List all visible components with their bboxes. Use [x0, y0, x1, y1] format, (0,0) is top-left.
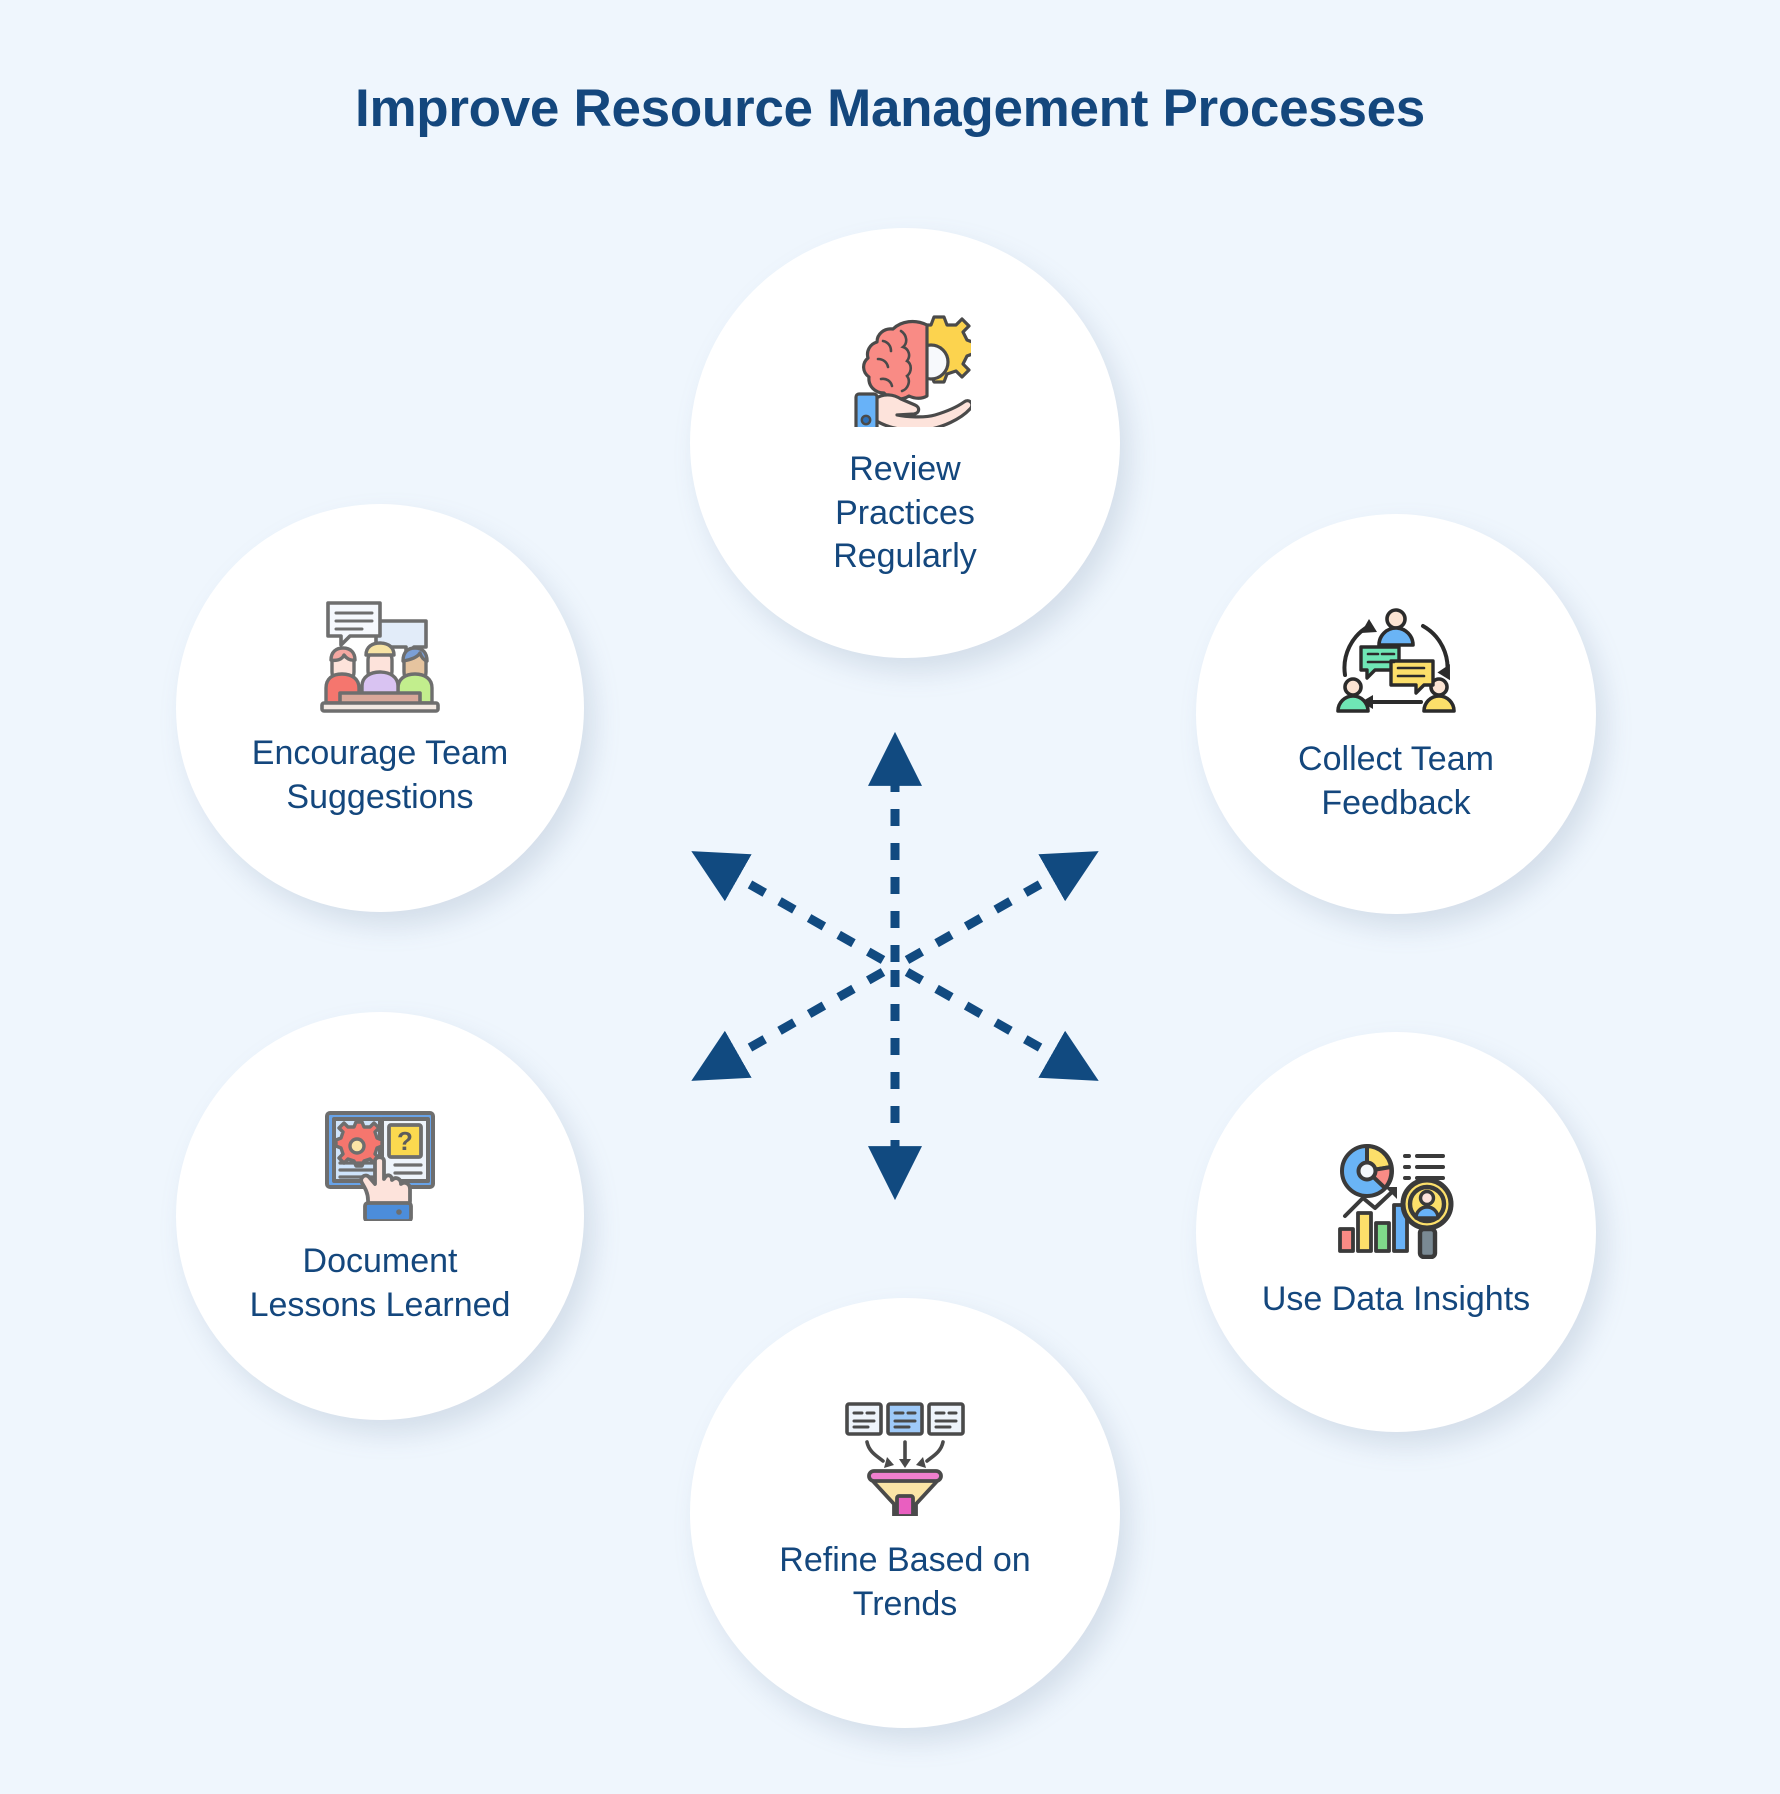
- node-encourage-team-suggestions[interactable]: Encourage Team Suggestions: [176, 504, 584, 912]
- node-refine-based-on-trends[interactable]: Refine Based on Trends: [690, 1298, 1120, 1728]
- node-label: Collect Team Feedback: [1298, 739, 1494, 822]
- data-analytics-magnifier-icon: [1333, 1143, 1459, 1264]
- node-use-data-insights[interactable]: Use Data Insights: [1196, 1032, 1596, 1432]
- node-label: Document Lessons Learned: [249, 1241, 511, 1324]
- node-review-practices-regularly[interactable]: Review Practices Regularly: [690, 228, 1120, 658]
- team-feedback-cycle-icon: [1335, 603, 1457, 724]
- node-label: Encourage Team Suggestions: [251, 733, 509, 816]
- center-arrow-cluster: [670, 716, 1110, 1216]
- team-meeting-speech-bubbles-icon: [318, 597, 442, 718]
- node-label: Review Practices Regularly: [833, 450, 977, 576]
- arrow-diagonal-nwse: [691, 851, 1099, 1081]
- arrow-diagonal-nesw: [691, 851, 1099, 1081]
- node-collect-team-feedback[interactable]: Collect Team Feedback: [1196, 514, 1596, 914]
- svg-text:?: ?: [397, 1126, 413, 1156]
- node-document-lessons-learned[interactable]: ? Document Lessons Learned: [176, 1012, 584, 1420]
- node-label: Refine Based on Trends: [779, 1540, 1031, 1623]
- documents-funnel-icon: [843, 1400, 967, 1521]
- brain-gear-on-hand-icon: [839, 307, 977, 433]
- node-label: Use Data Insights: [1261, 1279, 1531, 1318]
- manual-book-hand-icon: ?: [319, 1105, 441, 1226]
- page-title: Improve Resource Management Processes: [355, 79, 1425, 138]
